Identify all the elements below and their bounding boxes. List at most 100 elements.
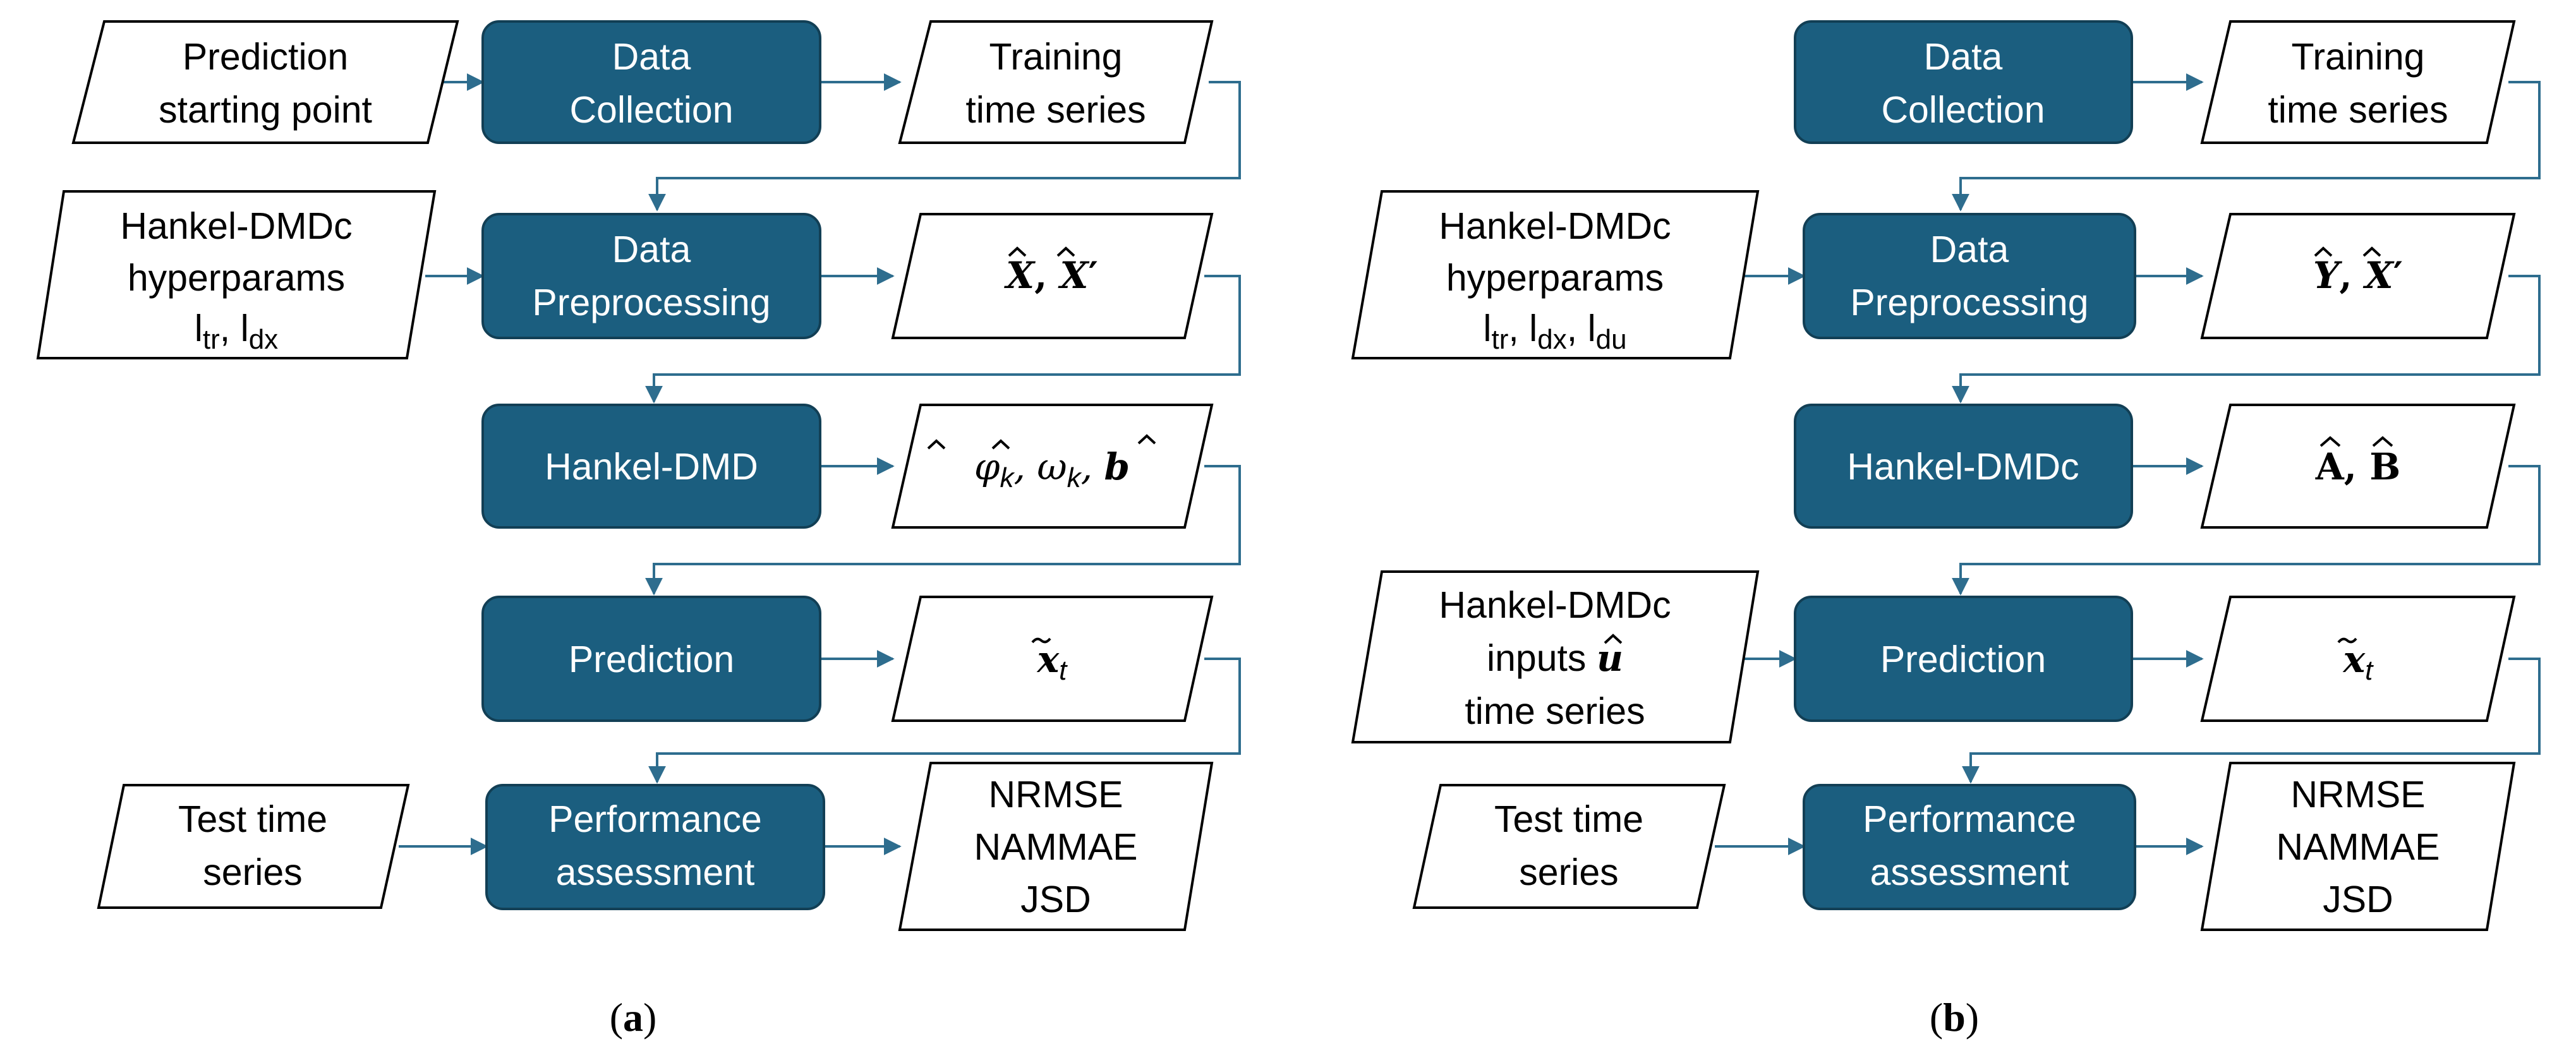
b-test-series-box: Test time series <box>1412 784 1726 909</box>
b-hyperparams-line1: Hankel-DMDc <box>1439 205 1671 247</box>
a-data-collection-box: Data Collection <box>481 20 821 144</box>
b-pred-box: xt <box>2200 596 2516 722</box>
b-training-box: Training time series <box>2200 20 2516 144</box>
a-hankel-dmd-label: Hankel-DMD <box>545 446 758 488</box>
a-pred-box: xt <box>891 596 1214 722</box>
a-start-point-box: Prediction starting point <box>71 20 459 144</box>
panel-b: Data Collection Data Preprocessing Hanke… <box>1351 20 2541 1040</box>
b-metric-nammae: NAMMAE <box>2277 826 2440 868</box>
a-metric-nammae: NAMMAE <box>974 826 1138 868</box>
a-hyperparams-subscripts: ltr, ldx <box>195 308 278 355</box>
b-data-collection-line2: Collection <box>1881 89 2045 131</box>
b-data-preprocessing-line2: Preprocessing <box>1850 282 2088 323</box>
b-performance-box: Performance assessment <box>1803 784 2136 910</box>
panel-a-caption: (a) <box>610 995 657 1040</box>
panel-a-outputs: Training time series X, X′ φk, ωk, b xt <box>891 20 1214 931</box>
arrow-b-ab-to-prediction <box>1952 465 2541 596</box>
b-inputs-line3: time series <box>1465 690 1645 732</box>
panel-b-process-boxes: Data Collection Data Preprocessing Hanke… <box>1794 20 2136 910</box>
a-hat-phi <box>927 439 946 450</box>
arrow-modes-to-prediction <box>645 465 1241 596</box>
b-hat-y <box>2314 246 2333 257</box>
b-yx-label: Y, X′ <box>2313 254 2403 297</box>
arrow-pred-to-performance <box>648 658 1241 784</box>
a-performance-box: Performance assessment <box>485 784 825 910</box>
arrow-b-training-to-preprocessing <box>1952 81 2541 212</box>
a-pred-label: xt <box>1036 638 1068 686</box>
b-test-series-line1: Test time <box>1494 798 1643 840</box>
a-training-line2: time series <box>965 89 1146 131</box>
a-test-series-line1: Test time <box>178 798 327 840</box>
a-hyperparams-line1: Hankel-DMDc <box>120 205 352 247</box>
a-data-preprocessing-box: Data Preprocessing <box>481 213 821 339</box>
a-performance-line1: Performance <box>548 798 762 840</box>
a-hyperparams-line2: hyperparams <box>128 257 345 299</box>
b-test-series-line2: series <box>1519 851 1618 893</box>
a-data-collection-line2: Collection <box>569 89 733 131</box>
a-xx-box: X, X′ <box>891 213 1214 339</box>
b-ab-box: A, B <box>2200 404 2516 529</box>
a-data-preprocessing-line1: Data <box>612 229 691 270</box>
a-start-point-line1: Prediction <box>183 36 348 78</box>
b-inputs-line1: Hankel-DMDc <box>1439 584 1671 626</box>
arrow-training-to-preprocessing <box>648 81 1241 212</box>
a-hat-x2 <box>1056 246 1075 257</box>
b-tilde-x <box>2337 637 2357 644</box>
b-data-preprocessing-line1: Data <box>1930 229 2009 270</box>
panel-b-connectors <box>1715 73 2541 855</box>
a-hat-b <box>1137 434 1156 445</box>
b-data-collection-box: Data Collection <box>1794 20 2133 144</box>
b-pred-label: xt <box>2342 638 2374 686</box>
b-hat-u <box>1604 634 1623 644</box>
panel-a-process-boxes: Data Collection Data Preprocessing Hanke… <box>481 20 825 910</box>
a-hyperparams-box: Hankel-DMDc hyperparams ltr, ldx <box>36 190 437 359</box>
a-hat-omega <box>991 439 1010 450</box>
b-data-preprocessing-box: Data Preprocessing <box>1803 213 2136 339</box>
a-data-collection-line1: Data <box>612 36 691 78</box>
b-hyperparams-box: Hankel-DMDc hyperparams ltr, ldx, ldu <box>1351 190 1760 359</box>
b-training-line1: Training <box>2292 36 2425 78</box>
b-inputs-line2: inputs u <box>1487 637 1623 680</box>
b-hat-a <box>2319 436 2341 447</box>
a-training-box: Training time series <box>898 20 1214 144</box>
panel-a-inputs: Prediction starting point Hankel-DMDc hy… <box>36 20 459 909</box>
b-hankel-dmdc-box: Hankel-DMDc <box>1794 404 2133 529</box>
a-prediction-box: Prediction <box>481 596 821 722</box>
b-hyperparams-subscripts: ltr, ldx, ldu <box>1483 308 1626 355</box>
a-xx-label: X, X′ <box>1003 254 1098 297</box>
b-hyperparams-line2: hyperparams <box>1446 257 1664 299</box>
a-metric-jsd: JSD <box>1020 879 1091 920</box>
b-yx-box: Y, X′ <box>2200 213 2516 339</box>
panel-a-connectors <box>399 73 1241 855</box>
panel-b-outputs: Training time series Y, X′ A, B xt <box>2200 20 2516 931</box>
panel-b-inputs: Hankel-DMDc hyperparams ltr, ldx, ldu Ha… <box>1351 190 1760 909</box>
arrow-b-yx-to-hankel <box>1952 275 2541 404</box>
arrow-xx-to-hankel <box>645 275 1241 404</box>
panel-b-caption: (b) <box>1930 995 1979 1040</box>
b-prediction-label: Prediction <box>1880 639 2046 680</box>
a-training-line1: Training <box>989 36 1123 78</box>
a-data-preprocessing-line2: Preprocessing <box>532 282 770 323</box>
panel-a: Data Collection Data Preprocessing Hanke… <box>36 20 1241 1040</box>
a-prediction-label: Prediction <box>569 639 734 680</box>
b-metric-nrmse: NRMSE <box>2290 774 2425 815</box>
b-ab-label: A, B <box>2315 445 2400 488</box>
a-hat-x1 <box>1008 246 1027 257</box>
a-metric-nrmse: NRMSE <box>988 774 1123 815</box>
b-hat-x <box>2362 246 2381 257</box>
b-hankel-dmdc-label: Hankel-DMDc <box>1847 446 2079 488</box>
a-tilde-x <box>1031 637 1051 644</box>
arrow-b-pred-to-performance <box>1962 658 2541 784</box>
b-data-collection-line1: Data <box>1924 36 2003 78</box>
a-hankel-dmd-box: Hankel-DMD <box>481 404 821 529</box>
a-metrics-box: NRMSE NAMMAE JSD <box>898 762 1214 931</box>
a-modes-label: φk, ωk, b <box>974 445 1130 493</box>
a-start-point-line2: starting point <box>159 89 372 131</box>
a-test-series-line2: series <box>203 851 302 893</box>
b-metrics-box: NRMSE NAMMAE JSD <box>2200 762 2516 931</box>
b-inputs-series-box: Hankel-DMDc inputs u time series <box>1351 570 1760 743</box>
a-test-series-box: Test time series <box>97 784 410 909</box>
a-modes-box: φk, ωk, b <box>891 404 1214 529</box>
b-performance-line2: assessment <box>1870 851 2069 893</box>
